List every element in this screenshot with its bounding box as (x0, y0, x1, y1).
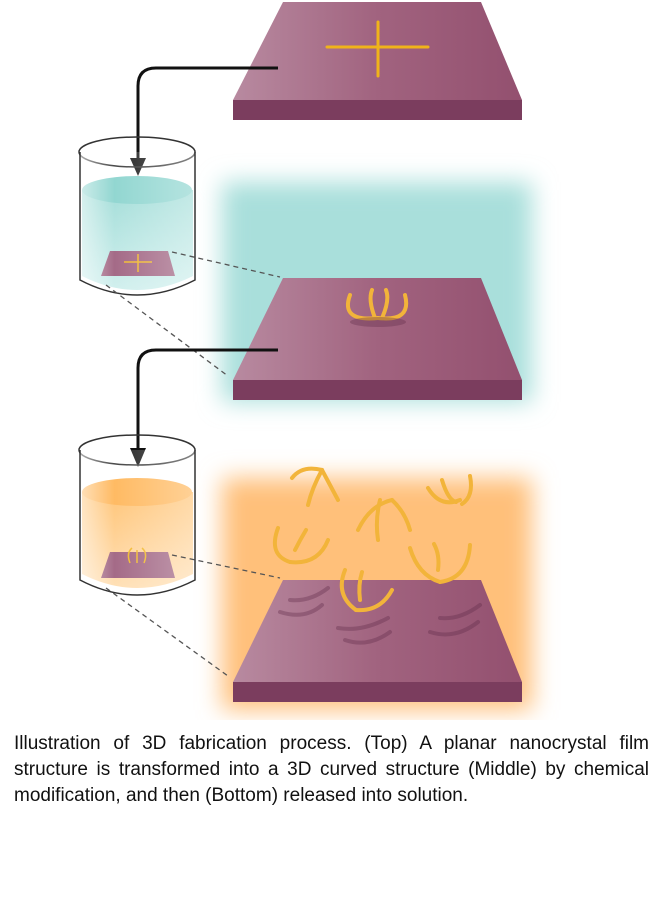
stage-bottom (105, 466, 532, 710)
released-3d-structures (273, 466, 473, 613)
beaker-teal (78, 136, 196, 296)
released-film-slab (233, 580, 522, 702)
arrow-to-beaker-2 (136, 348, 278, 450)
stage-top (233, 2, 522, 120)
beaker-orange (78, 434, 196, 596)
curved-film-slab (233, 278, 522, 400)
arrow-to-beaker-1 (136, 66, 278, 160)
figure-caption: Illustration of 3D fabrication process. … (14, 733, 649, 806)
released-structure-shadows (278, 586, 482, 645)
stage-middle (105, 182, 532, 402)
fabrication-process-diagram (78, 2, 532, 710)
curved-3d-structure (346, 288, 409, 321)
planar-cross-pattern (325, 20, 430, 78)
